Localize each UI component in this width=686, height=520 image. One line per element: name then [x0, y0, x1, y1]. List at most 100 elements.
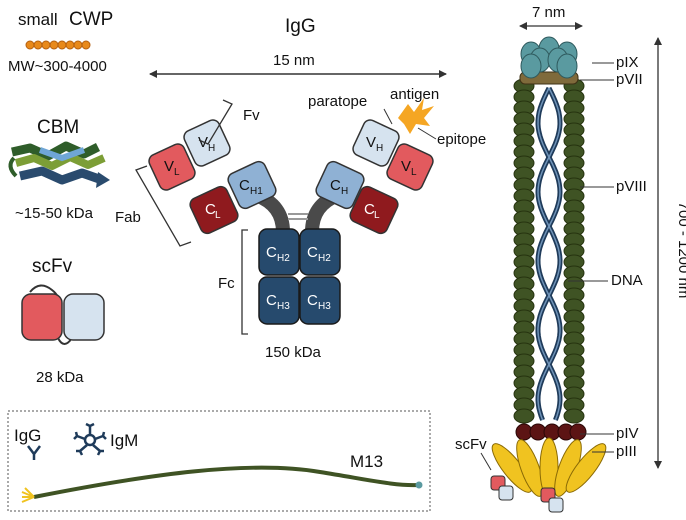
- pix-subunit: [556, 53, 578, 79]
- cbm-size: ~15-50 kDa: [15, 205, 94, 222]
- piv-subunit: [569, 423, 587, 441]
- fc-ch3-right: [299, 276, 341, 325]
- fv-label: Fv: [243, 107, 260, 124]
- pviii-subunit: [563, 408, 585, 424]
- vh-letter: V: [198, 134, 208, 151]
- ch3-letter: C: [266, 292, 277, 309]
- ch2-letter: C: [307, 244, 318, 261]
- mini-m13-piii: [21, 487, 35, 503]
- cwp-residue: [57, 40, 67, 50]
- ch2-sub: H2: [277, 253, 290, 264]
- igg-title: IgG: [285, 16, 316, 37]
- cl-letter: C: [205, 201, 216, 218]
- cwp-title-small: small: [18, 10, 58, 29]
- piii-subunit: [516, 439, 544, 497]
- m13-scfv-leader: [480, 452, 492, 471]
- antigen-label: antigen: [390, 86, 439, 103]
- comparison-m13-label: M13: [350, 452, 383, 471]
- pix-label: pIX: [616, 54, 639, 71]
- dna-label: DNA: [611, 272, 643, 289]
- antigen-shape: [398, 98, 434, 134]
- pviii-label: pVIII: [616, 178, 647, 195]
- comparison-igm-label: IgM: [110, 431, 138, 450]
- cwp-residue: [73, 40, 83, 50]
- fv-bracket: [198, 99, 233, 145]
- vl-letter: V: [164, 158, 174, 175]
- fc-label: Fc: [218, 275, 235, 292]
- igg-left-ch1: C H1: [227, 160, 277, 210]
- cl-letter: C: [364, 201, 375, 218]
- igg-right-cl: C L: [349, 185, 399, 235]
- cwp-residue: [81, 40, 91, 50]
- cwp-peptide-chain: [25, 40, 91, 50]
- displayed-scfv-vh: [498, 485, 514, 501]
- ch2-letter: C: [266, 244, 277, 261]
- dna-strand-highlight: [537, 87, 561, 421]
- ch1-sub: H1: [250, 186, 263, 197]
- igg-left-vl: V L: [148, 143, 196, 191]
- scfv-title: scFv: [32, 256, 73, 277]
- vl-sub: L: [174, 167, 180, 178]
- cwp-title-cwp: CWP: [69, 9, 113, 30]
- cbm-structure-icon: [8, 141, 110, 188]
- mini-m13-filament: [33, 465, 419, 499]
- vh-letter: V: [366, 134, 376, 151]
- m13-phage: [490, 36, 607, 513]
- displayed-scfv-vh: [548, 497, 564, 513]
- mini-igg-icon: [27, 445, 41, 460]
- ch2-sub: H2: [318, 253, 331, 264]
- ch1-letter: C: [239, 177, 250, 194]
- pviii-subunit: [513, 408, 535, 424]
- igg-left-cl: C L: [189, 185, 239, 235]
- comparison-igg-label: IgG: [14, 426, 41, 445]
- vh-sub: H: [376, 143, 383, 154]
- fab-bracket: [135, 165, 192, 247]
- pvii-label: pVII: [616, 71, 643, 88]
- fc-ch2-right: [299, 228, 341, 276]
- fc-bracket: [241, 229, 248, 335]
- ch3-sub: H3: [277, 301, 290, 312]
- cwp-residue: [65, 40, 75, 50]
- cl-sub: L: [215, 210, 221, 221]
- mini-igm-icon: [73, 422, 107, 456]
- scfv-vl-domain: [21, 293, 63, 341]
- epitope-label: epitope: [437, 131, 486, 148]
- scfv-vh-domain: [63, 293, 105, 341]
- vh-sub: H: [208, 143, 215, 154]
- ch-letter: C: [330, 177, 341, 194]
- piv-label: pIV: [616, 425, 639, 442]
- epitope-leader: [417, 127, 437, 140]
- paratope-label: paratope: [308, 93, 367, 110]
- igg-width-label: 15 nm: [273, 52, 315, 69]
- m13-width-label: 7 nm: [532, 4, 565, 21]
- vl-sub: L: [411, 167, 417, 178]
- m13-length-label: 700 - 1200 nm: [675, 202, 686, 299]
- vl-letter: V: [401, 158, 411, 175]
- igg-right-ch: C H: [315, 160, 365, 210]
- piii-label: pIII: [616, 443, 637, 460]
- scfv-icon: [21, 284, 105, 345]
- igg-fc: C H2 C H2 C H3 C H3: [258, 228, 341, 325]
- m13-scfv-label: scFv: [455, 436, 487, 453]
- igg-mass: 150 kDa: [265, 344, 322, 361]
- igg-right-vl: V L: [386, 143, 434, 191]
- size-comparison-box: [7, 410, 431, 512]
- cwp-residue: [41, 40, 51, 50]
- igg-right-vh: V H: [352, 119, 400, 167]
- cwp-residue: [25, 40, 35, 50]
- fab-label: Fab: [115, 209, 141, 226]
- ch-sub: H: [341, 186, 348, 197]
- ch3-letter: C: [307, 292, 318, 309]
- fc-ch2-left: [258, 228, 300, 276]
- cl-sub: L: [374, 210, 380, 221]
- piii-subunit: [565, 443, 607, 493]
- scfv-size: 28 kDa: [36, 369, 84, 386]
- pix-subunit: [520, 53, 542, 79]
- cbm-title: CBM: [37, 117, 79, 138]
- mini-m13-tip: [415, 481, 423, 489]
- cwp-residue: [33, 40, 43, 50]
- cwp-residue: [49, 40, 59, 50]
- ch3-sub: H3: [318, 301, 331, 312]
- paratope-leader: [383, 108, 393, 125]
